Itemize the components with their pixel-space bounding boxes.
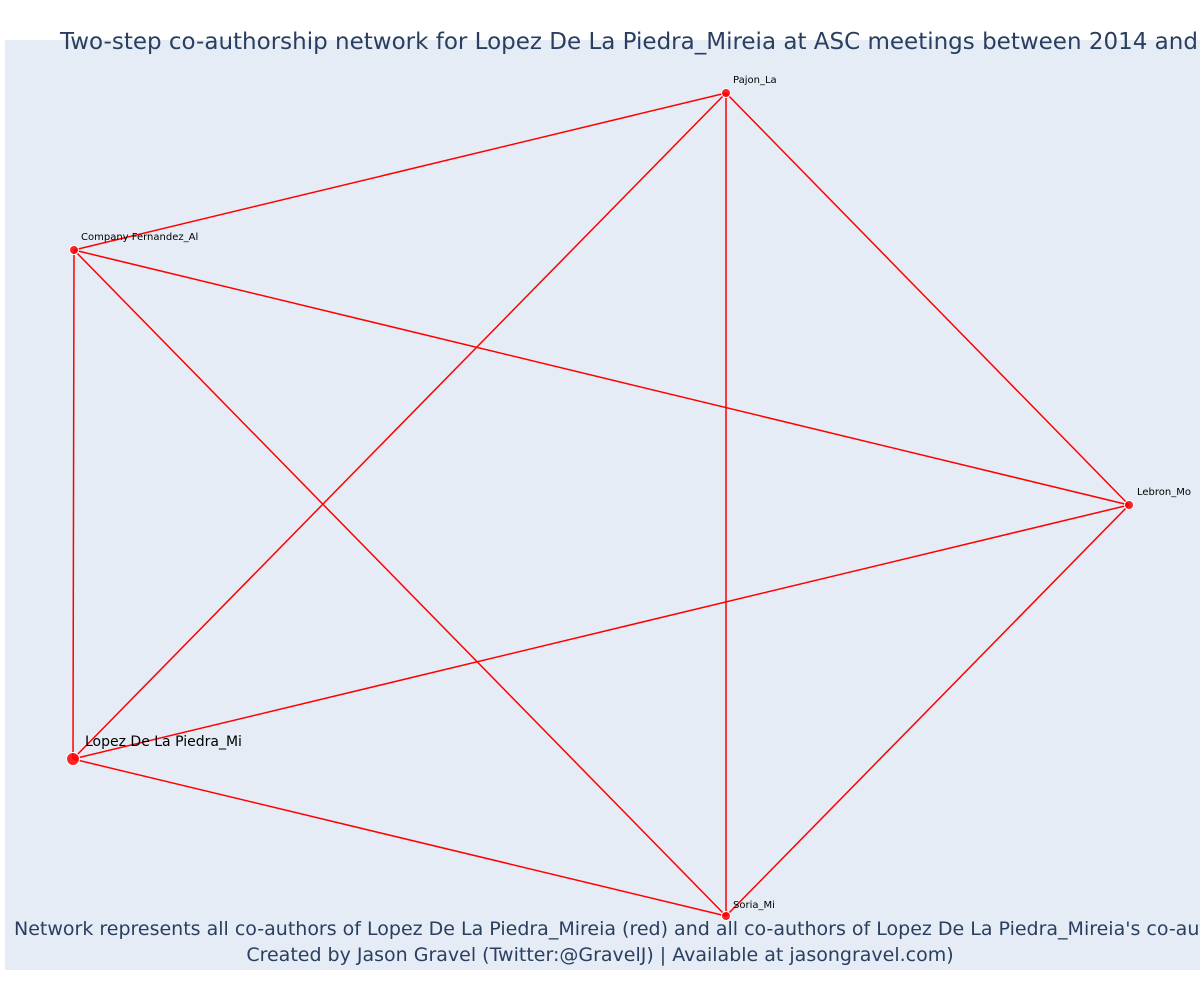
node-label: Lebron_Mo <box>1137 487 1191 498</box>
node-marker[interactable] <box>69 245 79 255</box>
edge-company-pajon <box>73 92 727 251</box>
footer-note: Network represents all co-authors of Lop… <box>14 918 1200 940</box>
edge-company-soria <box>73 249 727 917</box>
node-marker[interactable] <box>721 911 731 921</box>
node-marker[interactable] <box>721 88 731 98</box>
node-label: Pajon_La <box>733 75 777 86</box>
edge-company-lebron <box>73 249 1130 506</box>
edge-lopez-soria <box>72 758 727 917</box>
node-label: Lopez De La Piedra_Mi <box>85 734 242 750</box>
edge-company-lopez <box>72 249 75 760</box>
node-lopez[interactable]: Lopez De La Piedra_Mi <box>66 734 242 766</box>
node-company[interactable]: Company Fernandez_Al <box>69 232 199 255</box>
plot-area <box>5 40 1200 970</box>
node-marker[interactable] <box>1124 500 1134 510</box>
footer-credit: Created by Jason Gravel (Twitter:@Gravel… <box>246 944 954 966</box>
edge-lebron-soria <box>725 504 1130 917</box>
edge-lebron-lopez <box>72 504 1130 760</box>
chart-title: Two-step co-authorship network for Lopez… <box>60 29 1198 55</box>
edge-pajon-lopez <box>72 92 727 760</box>
edge-pajon-lebron <box>725 92 1130 506</box>
node-label: Soria_Mi <box>733 900 775 911</box>
node-pajon[interactable]: Pajon_La <box>721 75 777 98</box>
node-soria[interactable]: Soria_Mi <box>721 900 775 921</box>
node-label: Company Fernandez_Al <box>81 232 198 243</box>
node-lebron[interactable]: Lebron_Mo <box>1124 487 1192 510</box>
node-marker[interactable] <box>66 752 80 766</box>
edges-layer <box>72 92 1130 917</box>
